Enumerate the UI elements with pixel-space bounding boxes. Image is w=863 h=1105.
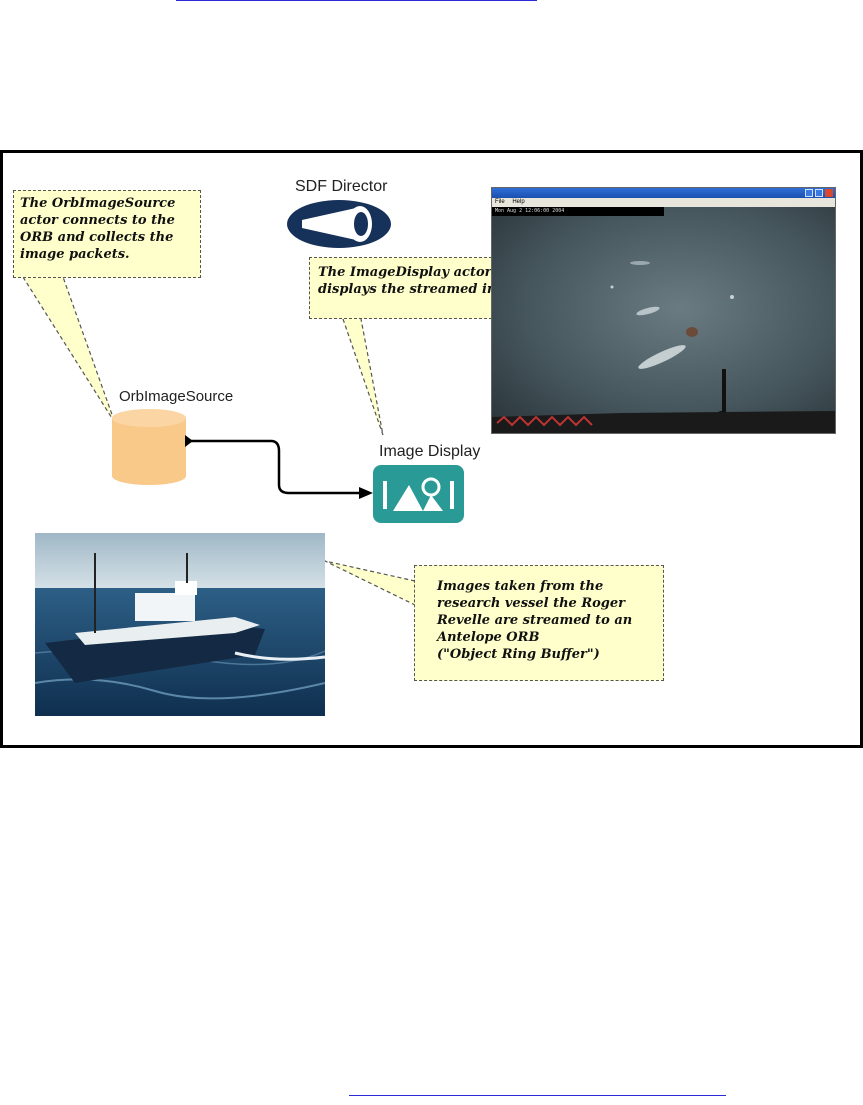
connection-arrow-icon <box>183 433 383 503</box>
database-cylinder-icon[interactable] <box>111 408 187 486</box>
menu-help[interactable]: Help <box>512 199 524 205</box>
menu-file[interactable]: File <box>495 199 505 205</box>
seafloor-image <box>492 207 835 433</box>
screenshot-timestamp: Mon Aug 2 12:06:00 2004 <box>495 208 564 214</box>
bottom-link-underline[interactable] <box>349 1095 726 1096</box>
minimize-icon[interactable] <box>805 189 813 197</box>
director-icon[interactable] <box>286 198 392 250</box>
image-display-label: Image Display <box>379 443 480 461</box>
close-icon[interactable] <box>825 189 833 197</box>
orb-source-label: OrbImageSource <box>119 388 233 405</box>
window-menubar: File Help <box>492 198 835 207</box>
image-display-icon[interactable] <box>373 465 464 523</box>
top-link-underline[interactable] <box>176 0 537 1</box>
seafloor-window: File Help Mon Aug 2 12:06 <box>491 187 836 434</box>
diagram-frame: The OrbImageSource actor connects to the… <box>0 150 863 748</box>
window-titlebar <box>492 188 835 198</box>
maximize-icon[interactable] <box>815 189 823 197</box>
note-orb-source: The OrbImageSource actor connects to the… <box>13 190 201 278</box>
research-vessel-photo <box>35 533 325 716</box>
director-label: SDF Director <box>295 178 387 196</box>
note-research-vessel: Images taken from the research vessel th… <box>414 565 664 681</box>
